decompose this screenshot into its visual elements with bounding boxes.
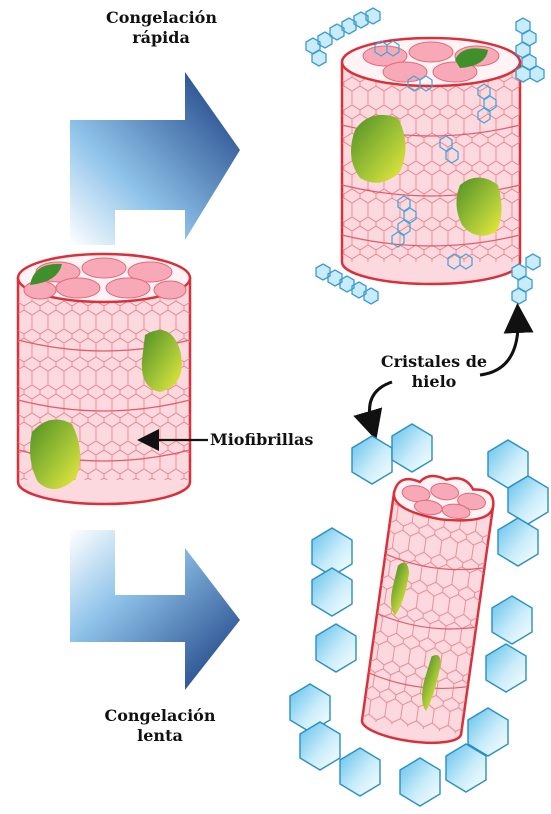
slow-freezing-label: Congelación lenta — [100, 706, 220, 746]
ice-crystals-label: Cristales de hielo — [376, 352, 492, 392]
muscle-fiber-fast-frozen — [342, 38, 520, 284]
myofibrils-label: Miofibrillas — [210, 430, 313, 450]
slow-freezing-label-line2: lenta — [100, 726, 220, 746]
fast-freezing-arrow — [70, 72, 240, 245]
fast-freezing-label-line2: rápida — [106, 28, 216, 48]
muscle-fiber-original — [18, 254, 190, 504]
slow-freezing-label-line1: Congelación — [100, 706, 220, 726]
fast-freezing-label: Congelación rápida — [106, 8, 216, 48]
ice-crystals-label-line2: hielo — [376, 372, 492, 392]
slow-freezing-arrow — [70, 530, 240, 690]
ice-crystals-label-line1: Cristales de — [376, 352, 492, 372]
fast-freezing-label-line1: Congelación — [106, 8, 216, 28]
muscle-fiber-slow-frozen — [360, 470, 496, 748]
